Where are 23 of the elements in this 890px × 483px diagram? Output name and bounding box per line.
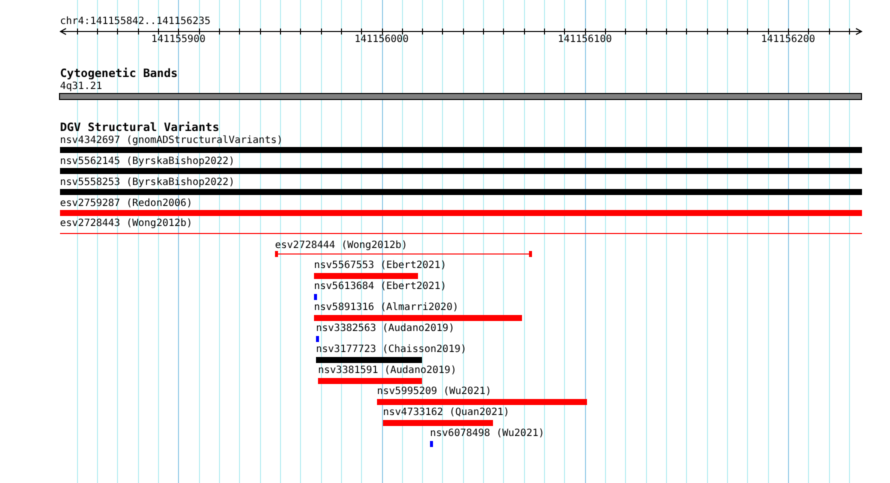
variant-label: nsv5995209 (Wu2021) [377, 386, 492, 398]
track-title: Cytogenetic Bands [60, 67, 178, 80]
variant-label: esv2728443 (Wong2012b) [60, 218, 192, 230]
variant-label: nsv3381591 (Audano2019) [318, 365, 456, 377]
variant-label: nsv6078498 (Wu2021) [430, 428, 544, 440]
variant-label: nsv5558253 (ByrskaBishop2022) [60, 176, 235, 188]
variant-label: esv2759287 (Redon2006) [60, 198, 192, 210]
tick-label: 141155900 [151, 34, 206, 46]
variant-label: esv2728444 (Wong2012b) [275, 240, 408, 252]
variant-label: nsv5891316 (Almarri2020) [314, 302, 458, 314]
variant-label: nsv3382563 (Audano2019) [316, 323, 454, 335]
band-label: 4q31.21 [60, 80, 102, 92]
variant-label: nsv5567553 (Ebert2021) [314, 260, 446, 272]
variant-label: nsv4342697 (gnomADStructuralVariants) [60, 134, 283, 146]
variant-label: nsv5613684 (Ebert2021) [314, 281, 446, 293]
tick-label: 141156000 [354, 34, 409, 46]
variant-label: nsv4733162 (Quan2021) [383, 407, 510, 419]
variant-label: nsv5562145 (ByrskaBishop2022) [60, 156, 235, 168]
locus-label: chr4:141155842..141156235 [60, 16, 211, 28]
variant-label: nsv3177723 (Chaisson2019) [316, 344, 467, 356]
track-title: DGV Structural Variants [60, 121, 220, 134]
tick-label: 141156200 [761, 34, 816, 46]
tick-label: 141156100 [558, 34, 612, 46]
